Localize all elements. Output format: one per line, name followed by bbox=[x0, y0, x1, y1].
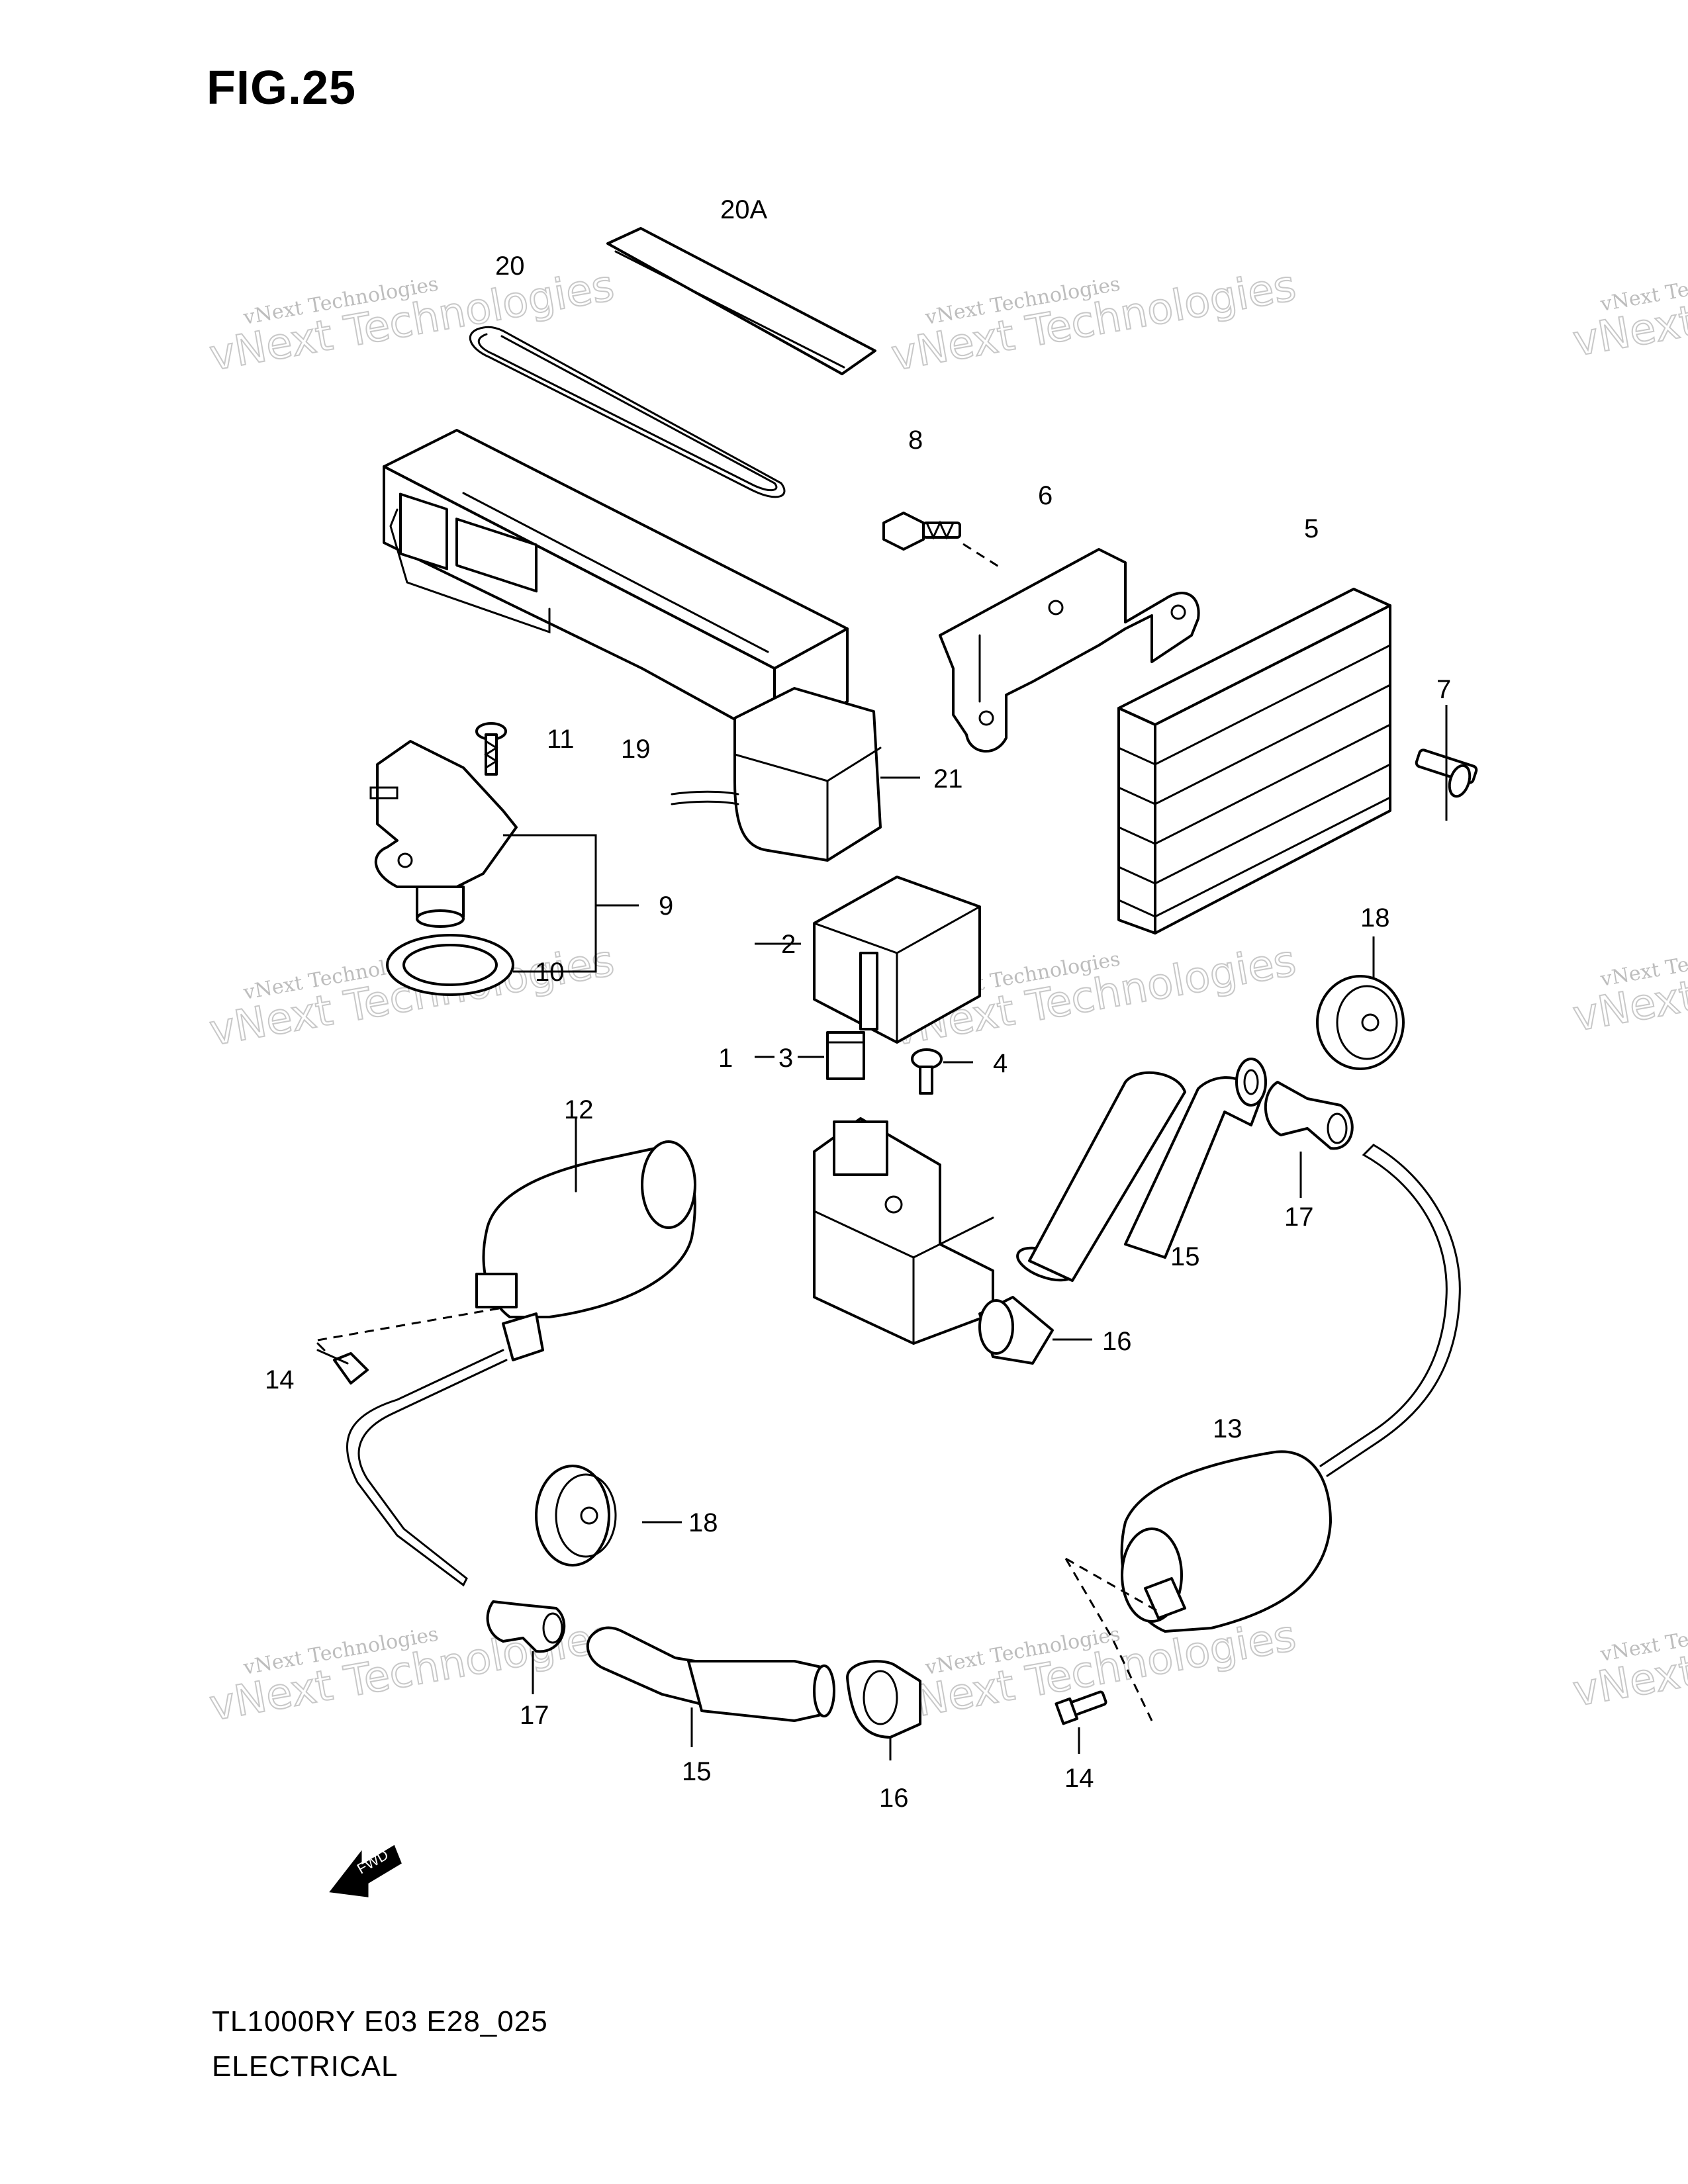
part-21-relay bbox=[671, 687, 920, 862]
callout-labels: 20A 20 8 6 5 7 11 19 21 9 10 2 18 1 3 4 … bbox=[265, 195, 1451, 1813]
section-name: ELECTRICAL bbox=[212, 2050, 399, 2083]
model-code: TL1000RY E03 E28_025 bbox=[212, 2005, 548, 2038]
part-11-screw bbox=[475, 722, 507, 776]
part-1-fuse-box bbox=[813, 1117, 994, 1345]
part-14-bolt-left bbox=[316, 1306, 507, 1385]
callout-19: 19 bbox=[621, 735, 651, 764]
callout-14: 14 bbox=[265, 1365, 295, 1394]
figure-title: FIG.25 bbox=[207, 62, 357, 114]
callout-20a: 20A bbox=[720, 195, 767, 224]
callout-17: 17 bbox=[1284, 1203, 1314, 1232]
callout-20: 20 bbox=[495, 251, 525, 281]
callout-5: 5 bbox=[1304, 514, 1319, 543]
callout-8: 8 bbox=[908, 426, 923, 455]
part-20-band bbox=[469, 326, 786, 498]
callout-15: 15 bbox=[1170, 1242, 1200, 1271]
part-15-hose-upper bbox=[1016, 1058, 1267, 1282]
part-14-bolt-right bbox=[1055, 1690, 1107, 1754]
callout-11: 11 bbox=[547, 725, 575, 754]
callout-6: 6 bbox=[1038, 481, 1053, 510]
part-3-fuse bbox=[826, 1031, 865, 1080]
callout-2: 2 bbox=[781, 930, 796, 959]
part-16-grommet-lower bbox=[846, 1660, 921, 1760]
callout-16-lower: 16 bbox=[879, 1784, 909, 1813]
part-7-screw bbox=[1415, 705, 1478, 821]
callout-1: 1 bbox=[718, 1044, 733, 1073]
callout-16: 16 bbox=[1102, 1327, 1132, 1356]
callout-7: 7 bbox=[1436, 675, 1451, 704]
part-8-bolt bbox=[882, 512, 961, 551]
part-16-grommet-upper bbox=[978, 1296, 1092, 1365]
part-13-ignition-coil bbox=[1064, 1144, 1461, 1721]
callout-15-lower: 15 bbox=[682, 1757, 712, 1786]
part-18-grommet-lower bbox=[535, 1465, 682, 1567]
callout-17-lower: 17 bbox=[520, 1701, 549, 1730]
part-4-screw bbox=[911, 1048, 973, 1095]
part-9-sensor bbox=[369, 740, 518, 928]
callout-14-lower: 14 bbox=[1064, 1764, 1094, 1793]
part-6-bracket bbox=[939, 548, 1200, 753]
callout-4: 4 bbox=[993, 1049, 1008, 1078]
callout-18-lower: 18 bbox=[688, 1508, 718, 1537]
part-12-ignition-coil bbox=[475, 1140, 696, 1361]
callout-3: 3 bbox=[778, 1044, 793, 1073]
part-2-fuse-cover bbox=[813, 876, 981, 1044]
callout-13: 13 bbox=[1213, 1414, 1243, 1443]
fwd-arrow-icon: FWD bbox=[329, 1844, 402, 1897]
part-17-grommet-upper bbox=[1264, 1081, 1354, 1198]
part-17-grommet-lower bbox=[486, 1600, 566, 1694]
part-15-hose-lower bbox=[586, 1626, 835, 1747]
callout-18: 18 bbox=[1360, 903, 1390, 933]
callout-10: 10 bbox=[535, 958, 565, 987]
part-19-ecu bbox=[383, 429, 849, 743]
part-10-oring bbox=[386, 934, 514, 996]
callout-21: 21 bbox=[933, 764, 963, 794]
callout-12: 12 bbox=[564, 1095, 594, 1124]
part-18-grommet-upper bbox=[1316, 936, 1405, 1070]
callout-9: 9 bbox=[659, 891, 673, 921]
part-20a-pad bbox=[606, 227, 876, 375]
part-5-regulator bbox=[1117, 588, 1391, 934]
